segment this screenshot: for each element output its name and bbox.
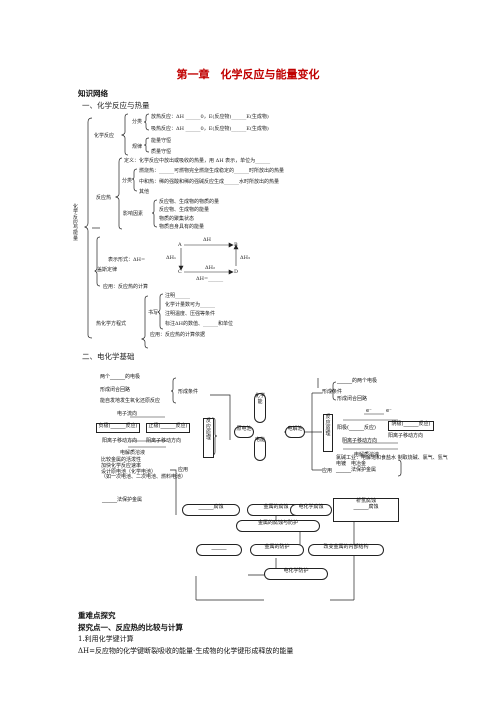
factor-4: 物质自身具有的能量 <box>159 224 205 230</box>
point-bond-calc: 1.利用化学键计算 <box>78 635 134 643</box>
ec-application-list-right: 氯碱工业：电解饱和食盐水 制取烧碱、氯气、氢气 电镀 电冶金 ______法保护… <box>336 455 448 473</box>
ec-application-left: 应用 <box>178 467 189 473</box>
ec-electrical-energy: 电能 <box>254 437 266 461</box>
ec-electrolytic-cell: 电解池 <box>285 426 305 438</box>
node-reaction-heat: 反应热 <box>96 195 112 201</box>
ec-two-electrodes-right: ______的两个电极 <box>337 378 378 384</box>
other-line: 其他 <box>139 189 150 195</box>
ec-electrolyte-left: 电解质溶液 <box>120 450 146 456</box>
ec-chemical-corrosion: ______腐蚀 <box>182 504 240 516</box>
factor-3: 物质的聚集状态 <box>159 216 195 222</box>
ec-application-list-left: 比较金属的活泼性 加快化学反应速率 设计原电池（化学电池） （如一次电池、二次电… <box>101 457 187 481</box>
hess-point-a: A <box>178 242 182 248</box>
ec-cation-direction-left: 阳离子移动方向 <box>102 438 138 444</box>
node-chemical-reaction: 化学反应 <box>94 133 115 139</box>
node-hess-law: 盖斯定律 <box>97 267 118 273</box>
ec-anode: 阳极(______反应) <box>337 425 376 431</box>
tree-root: 化学反应与能量 <box>73 204 79 242</box>
ec-protect-left: ______法保护金属 <box>102 497 143 503</box>
subheading-reaction-heat: 一、化学反应与热量 <box>82 101 150 110</box>
heading-key-points: 重难点探究 <box>78 611 116 620</box>
ec-two-electrodes: 两个______的电极 <box>100 374 141 380</box>
hess-dh1: ΔH₁ <box>166 255 176 261</box>
ec-cation-direction-right: 阳离子移动方向 <box>388 433 424 439</box>
node-thermochemical-equation: 热化学方程式 <box>96 321 127 327</box>
ec-electrolyte-right: 电解质溶液 <box>354 452 380 458</box>
writing-application: 应用：反应热的计算依据 <box>150 332 206 338</box>
ec-chemical-energy: 化学能 <box>254 393 266 423</box>
node-writing: 书写 <box>148 310 159 316</box>
page-title: 第一章 化学反应与能量变化 <box>176 68 320 81</box>
ec-closed-circuit-right: 形成闭合回路 <box>337 396 368 402</box>
hess-expression: 表示形式：ΔH= <box>108 257 146 263</box>
energy-conservation: 能量守恒 <box>151 138 172 144</box>
node-factors: 影响因素 <box>123 211 144 217</box>
hess-point-c: C <box>178 269 182 275</box>
heading-explore-1: 探究点一、反应热的比较与计算 <box>78 623 183 632</box>
writing-2: 化学计量数可为______ <box>165 302 216 308</box>
ec-electron-1: e⁻ <box>366 408 372 414</box>
node-rules: 规律 <box>132 144 143 150</box>
mass-conservation: 质量守恒 <box>151 149 172 155</box>
writing-4: 标注ΔH的数值、______和单位 <box>165 321 233 327</box>
heading-knowledge-network: 知识网络 <box>78 89 108 98</box>
hess-dh: ΔH <box>203 237 211 243</box>
ec-change-structure: 改变金属的内部结构 <box>308 544 384 556</box>
hess-point-d: D <box>234 269 239 275</box>
ec-electrochemical-corrosion: 电化学腐蚀 <box>290 504 332 516</box>
ec-galvanic-cell: 原电池 <box>234 426 254 438</box>
hess-application: 应用：反应热的计算 <box>103 284 149 290</box>
writing-3: 注明温度、压强等条件 <box>165 311 216 317</box>
ec-application-right: 应用 <box>322 468 333 474</box>
ec-electron-flow: 电子流向 <box>117 411 138 417</box>
ec-anion-direction-right: 阴离子移动方向 <box>342 438 378 444</box>
ec-electrochemical-protection: 电化学防护 <box>264 568 328 580</box>
ec-negative-electrode: 负极(______反应) <box>96 423 140 433</box>
writing-1: 注明______ <box>165 293 191 299</box>
ec-anion-direction-left: 阴离子移动方向 <box>146 438 182 444</box>
combustion-heat-line: 燃烧热：______可燃物完全燃烧生成稳定的______时所放出的热量 <box>139 168 285 174</box>
definition-line: 定义：化学反应中放出或吸收的热量，用 ΔH 表示，单位为______ <box>124 158 271 164</box>
ec-formation-conditions-right: 形成条件 <box>322 389 343 395</box>
factor-1: 反应物、生成物的物质的量 <box>159 199 220 205</box>
ec-reaction-principle-right: 反应原理 <box>323 414 333 452</box>
node-classification: 分类 <box>132 119 143 125</box>
ec-redox: 能自发地发生氧化还原反应 <box>100 398 161 404</box>
ec-metal-protection: 金属的防护 <box>250 544 304 556</box>
node-classification-2: 分类 <box>122 178 133 184</box>
exothermic-line: 放热反应：ΔH ______0，E(反应物)______E(生成物) <box>151 114 269 120</box>
factor-2: 反应物、生成物的能量 <box>159 207 210 213</box>
formula-delta-h: ΔH=反应物的化学键断裂吸收的能量-生成物的化学键形成释放的能量 <box>78 647 294 655</box>
ec-formation-conditions-left: 形成条件 <box>178 389 199 395</box>
ec-positive-electrode: 正极(______反应) <box>146 423 190 433</box>
endothermic-line: 吸热反应：ΔH ______0，E(反应物)______E(生成物) <box>151 126 269 132</box>
ec-reaction-principle-left: 反应原理 <box>203 418 214 458</box>
ec-closed-circuit: 形成闭合回路 <box>100 387 131 393</box>
ec-electron-2: e⁻ <box>386 408 392 414</box>
ec-blank-method: ______ <box>196 544 242 556</box>
hess-dh-sum: ΔH=______ <box>196 276 224 282</box>
ec-hydrogen-corrosion: 析氢腐蚀 ______腐蚀 <box>333 498 399 522</box>
ec-corrosion-protection: 金属的腐蚀与防护 <box>236 520 320 532</box>
hess-dh3: ΔH₃ <box>240 255 250 261</box>
neutralization-heat-line: 中和热：稀的强酸和稀的强碱反应生成______水时所放出的热量 <box>139 179 280 185</box>
ec-cathode: 阴极(______反应) <box>388 421 434 431</box>
subheading-electrochemistry: 二、电化学基础 <box>82 352 135 361</box>
hess-dh2: ΔH₂ <box>205 265 215 271</box>
hess-point-b: B <box>234 242 238 248</box>
